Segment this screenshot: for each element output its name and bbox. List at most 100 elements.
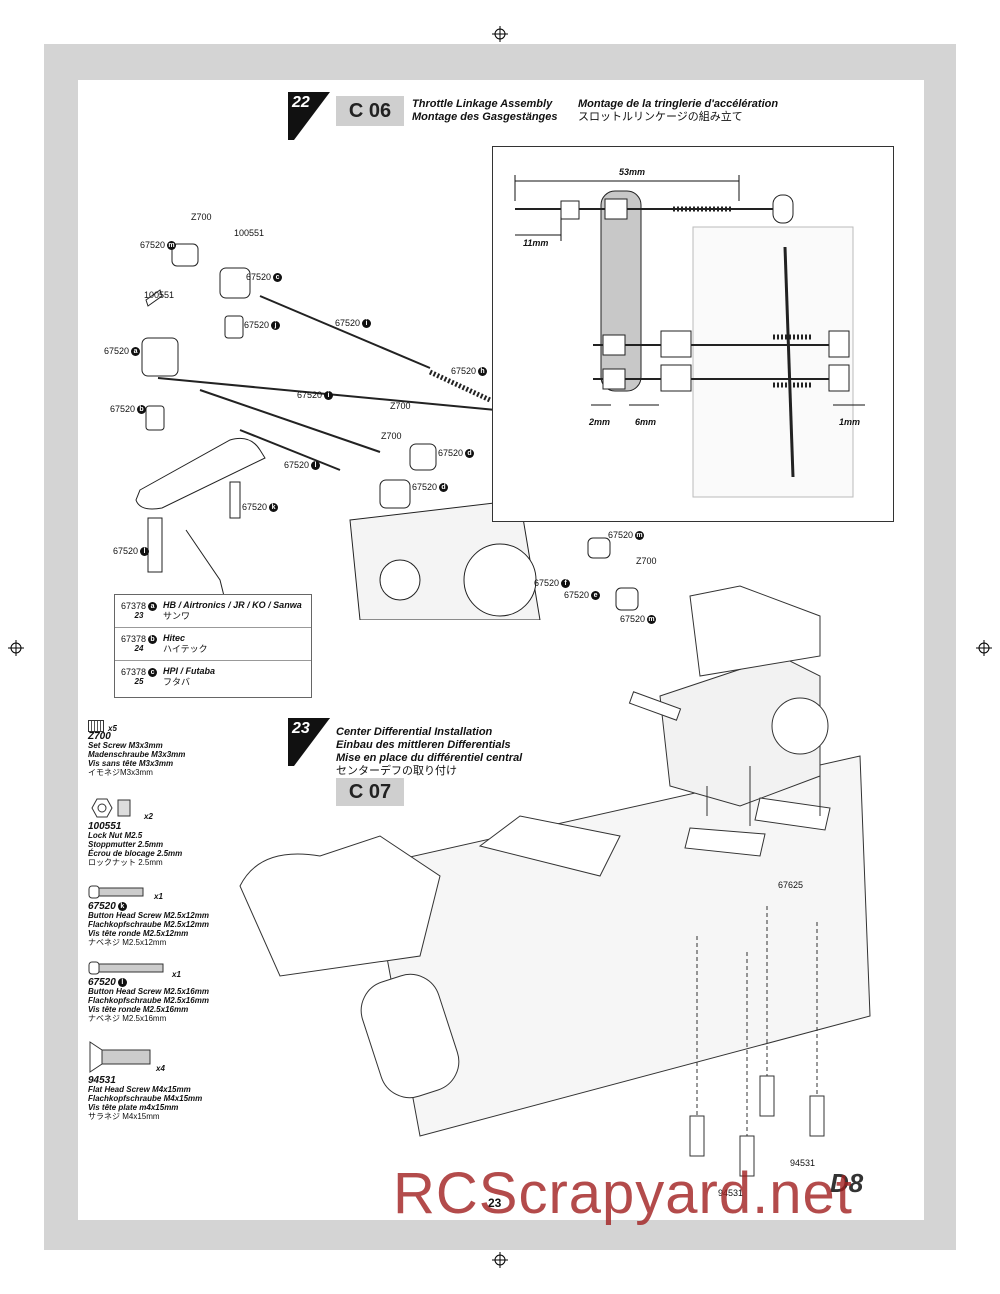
registration-mark-right	[976, 640, 992, 656]
part-94531: 94531 Flat Head Screw M4x15mm Flachkopfs…	[88, 1040, 202, 1121]
ball-cup-top	[171, 243, 199, 267]
button-head-screw-12-icon	[88, 885, 144, 899]
flat-screw-1	[689, 1115, 705, 1157]
diff-mount-right	[754, 797, 831, 831]
qty-67520-l: x1	[172, 970, 181, 979]
front-suspension	[239, 835, 441, 977]
registration-mark-bottom	[492, 1252, 508, 1268]
step-22-title-left: Throttle Linkage Assembly Montage des Ga…	[412, 98, 558, 124]
step-23-marker	[288, 718, 330, 766]
brand-logo: D8	[830, 1168, 864, 1198]
diff-mount-left	[684, 827, 766, 857]
screw-k	[229, 481, 241, 519]
collar-d-bottom	[379, 479, 411, 509]
collar-m-1	[587, 537, 611, 559]
servo-horn-25	[600, 190, 642, 392]
steering-assembly	[478, 815, 621, 877]
watermark: RCScrapyard.net	[393, 1161, 853, 1226]
label-94531-2: 94531	[718, 1188, 744, 1198]
nut-100551-left	[145, 289, 163, 307]
button-head-screw-16-icon	[88, 961, 164, 975]
label-z700-1: Z700	[191, 212, 212, 222]
step-23-number: 23	[292, 720, 310, 737]
dimension-inset: 53mm 11mm 2mm 6mm 1mm	[492, 146, 894, 522]
dim-6mm: 6mm	[635, 417, 657, 427]
qty-z700: x5	[108, 724, 117, 733]
swivel-a	[141, 337, 179, 377]
flat-head-screw-icon	[89, 1041, 151, 1073]
flat-screw-4	[809, 1095, 825, 1137]
set-screw-icon	[88, 720, 104, 732]
step-23-code: C 07	[336, 778, 404, 806]
chassis-installation-drawing	[239, 585, 871, 1177]
dim-1mm: 1mm	[839, 417, 861, 427]
dim-11mm: 11mm	[523, 238, 549, 248]
flat-screw-3	[759, 1075, 775, 1117]
registration-mark-top	[492, 26, 508, 42]
label-100551-1: 100551	[234, 228, 265, 238]
qty-94531: x4	[156, 1064, 165, 1073]
pointer-line	[185, 529, 225, 597]
step-22-title-right: Montage de la tringlerie d'accélération …	[578, 98, 778, 124]
part-z700: Z700 Set Screw M3x3mm Madenschraube M3x3…	[88, 720, 185, 777]
throttle-linkage-exploded-drawing	[135, 243, 639, 620]
step-22-title-fr: Montage de la tringlerie d'accélération	[578, 98, 779, 110]
collar-m-2	[615, 587, 639, 611]
label-z700-3: Z700	[381, 431, 402, 441]
label-z700-5: Z700	[636, 556, 657, 566]
lock-nut-icon	[91, 798, 131, 818]
grease-tube	[628, 691, 682, 721]
page-number: 23	[488, 1196, 502, 1210]
qty-67520-k: x1	[154, 892, 163, 901]
step-22-title-de: Montage des Gasgestänges	[412, 111, 558, 123]
dim-53mm: 53mm	[619, 167, 646, 177]
bushing-b	[145, 405, 165, 431]
step-23-title-de: Einbau des mittleren Differentials	[336, 739, 511, 751]
registration-mark-left	[8, 640, 24, 656]
servo-horn	[135, 437, 266, 510]
throttle-linkage-assembled	[689, 585, 821, 677]
step-22-title-jp: スロットルリンケージの組み立て	[578, 111, 743, 123]
label-z700-2: Z700	[390, 401, 411, 411]
step-22-marker	[288, 92, 330, 140]
step-23-title-jp: センターデフの取り付け	[336, 765, 457, 777]
step-22-code: C 06	[336, 96, 404, 126]
label-67625: 67625	[778, 880, 804, 890]
diff-gear	[463, 543, 537, 617]
part-100551: 100551 Lock Nut M2.5 Stoppmutter 2.5mm É…	[88, 796, 182, 867]
label-94531-1: 94531	[790, 1158, 816, 1168]
bushing-j	[224, 315, 244, 339]
screw-l	[147, 517, 163, 573]
label-100551-2: 100551	[144, 290, 175, 300]
linkage-dimension-drawing	[514, 175, 865, 498]
swivel-top	[219, 267, 251, 299]
step-23-title: Center Differential Installation Einbau …	[336, 726, 522, 778]
step-22-title-en: Throttle Linkage Assembly	[412, 98, 553, 110]
fuel-tank	[360, 973, 460, 1099]
dim-2mm: 2mm	[589, 417, 611, 427]
engine-outline	[692, 226, 854, 498]
